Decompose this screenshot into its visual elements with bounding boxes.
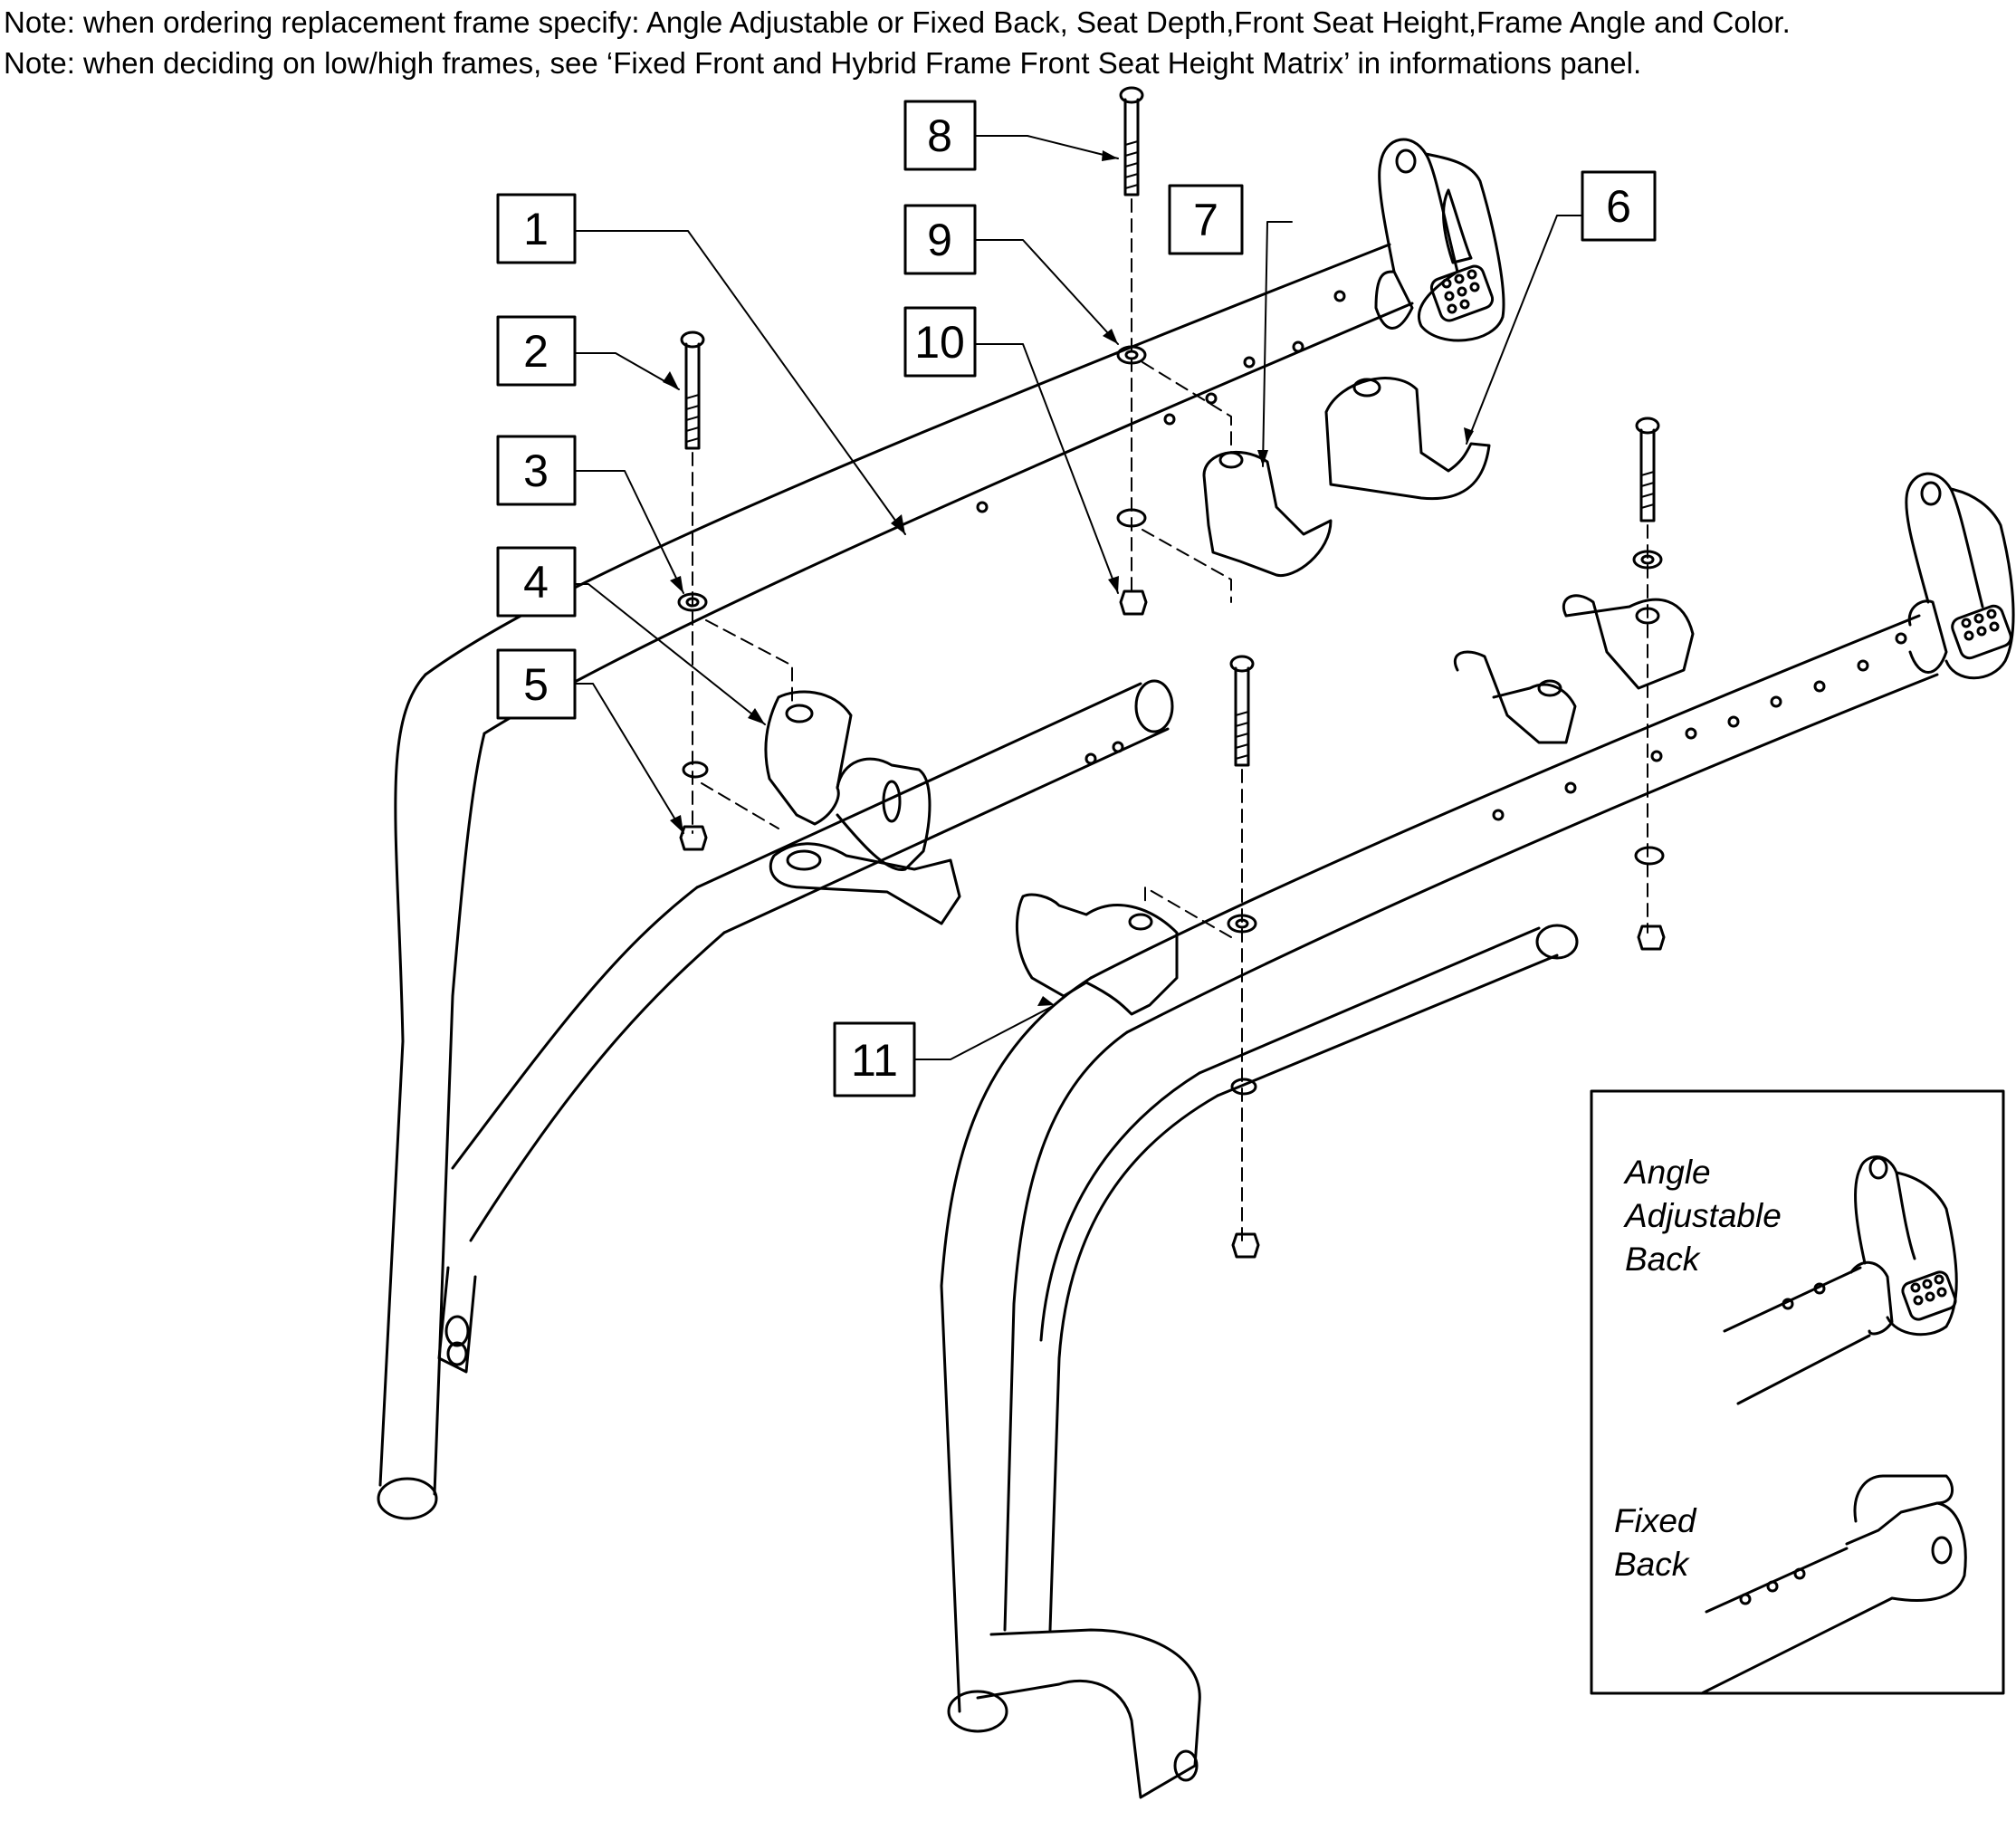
right-frame xyxy=(940,472,2015,1799)
inset-panel: Angle Adjustable Back Fixed Back xyxy=(1590,1089,2005,1695)
inset-fixed-label-line2: Back xyxy=(1614,1546,1691,1583)
callout-label: 4 xyxy=(523,557,549,608)
inset-angle-label-line3: Back xyxy=(1625,1241,1702,1278)
callout-label: 5 xyxy=(523,659,549,710)
callout-label: 2 xyxy=(523,326,549,377)
callout-7: 7 xyxy=(1168,184,1244,255)
inset-fixed-label-line1: Fixed xyxy=(1614,1502,1697,1539)
callout-9: 9 xyxy=(903,204,977,275)
inset-angle-label-line2: Adjustable xyxy=(1623,1197,1782,1234)
left-fasteners xyxy=(677,331,961,925)
right-fasteners xyxy=(1015,417,1695,1259)
callout-label: 7 xyxy=(1193,195,1218,245)
callout-label: 9 xyxy=(927,215,952,265)
callout-6: 6 xyxy=(1581,170,1657,242)
callout-2: 2 xyxy=(496,315,577,387)
note-ordering: Note: when ordering replacement frame sp… xyxy=(4,5,1791,39)
leader-arrowheads xyxy=(663,150,1474,1006)
callout-label: 11 xyxy=(851,1035,898,1086)
callout-label: 10 xyxy=(914,317,965,368)
leader-lines xyxy=(574,135,1583,1060)
left-frame xyxy=(377,138,1505,1520)
note-frames: Note: when deciding on low/high frames, … xyxy=(4,46,1642,80)
inset-angle-label-line1: Angle xyxy=(1623,1154,1711,1191)
callout-11: 11 xyxy=(833,1021,916,1097)
callout-label: 3 xyxy=(523,446,549,496)
callout-label: 8 xyxy=(927,110,952,161)
callout-3: 3 xyxy=(496,435,577,506)
callout-4: 4 xyxy=(496,546,577,618)
callout-10: 10 xyxy=(903,306,977,378)
callout-8: 8 xyxy=(903,100,977,171)
callout-label: 6 xyxy=(1606,181,1631,232)
callout-5: 5 xyxy=(496,648,577,720)
top-fasteners xyxy=(1116,86,1491,616)
notes-block: Note: when ordering replacement frame sp… xyxy=(4,2,1791,83)
callout-1: 1 xyxy=(496,193,577,264)
callout-label: 1 xyxy=(523,204,549,254)
